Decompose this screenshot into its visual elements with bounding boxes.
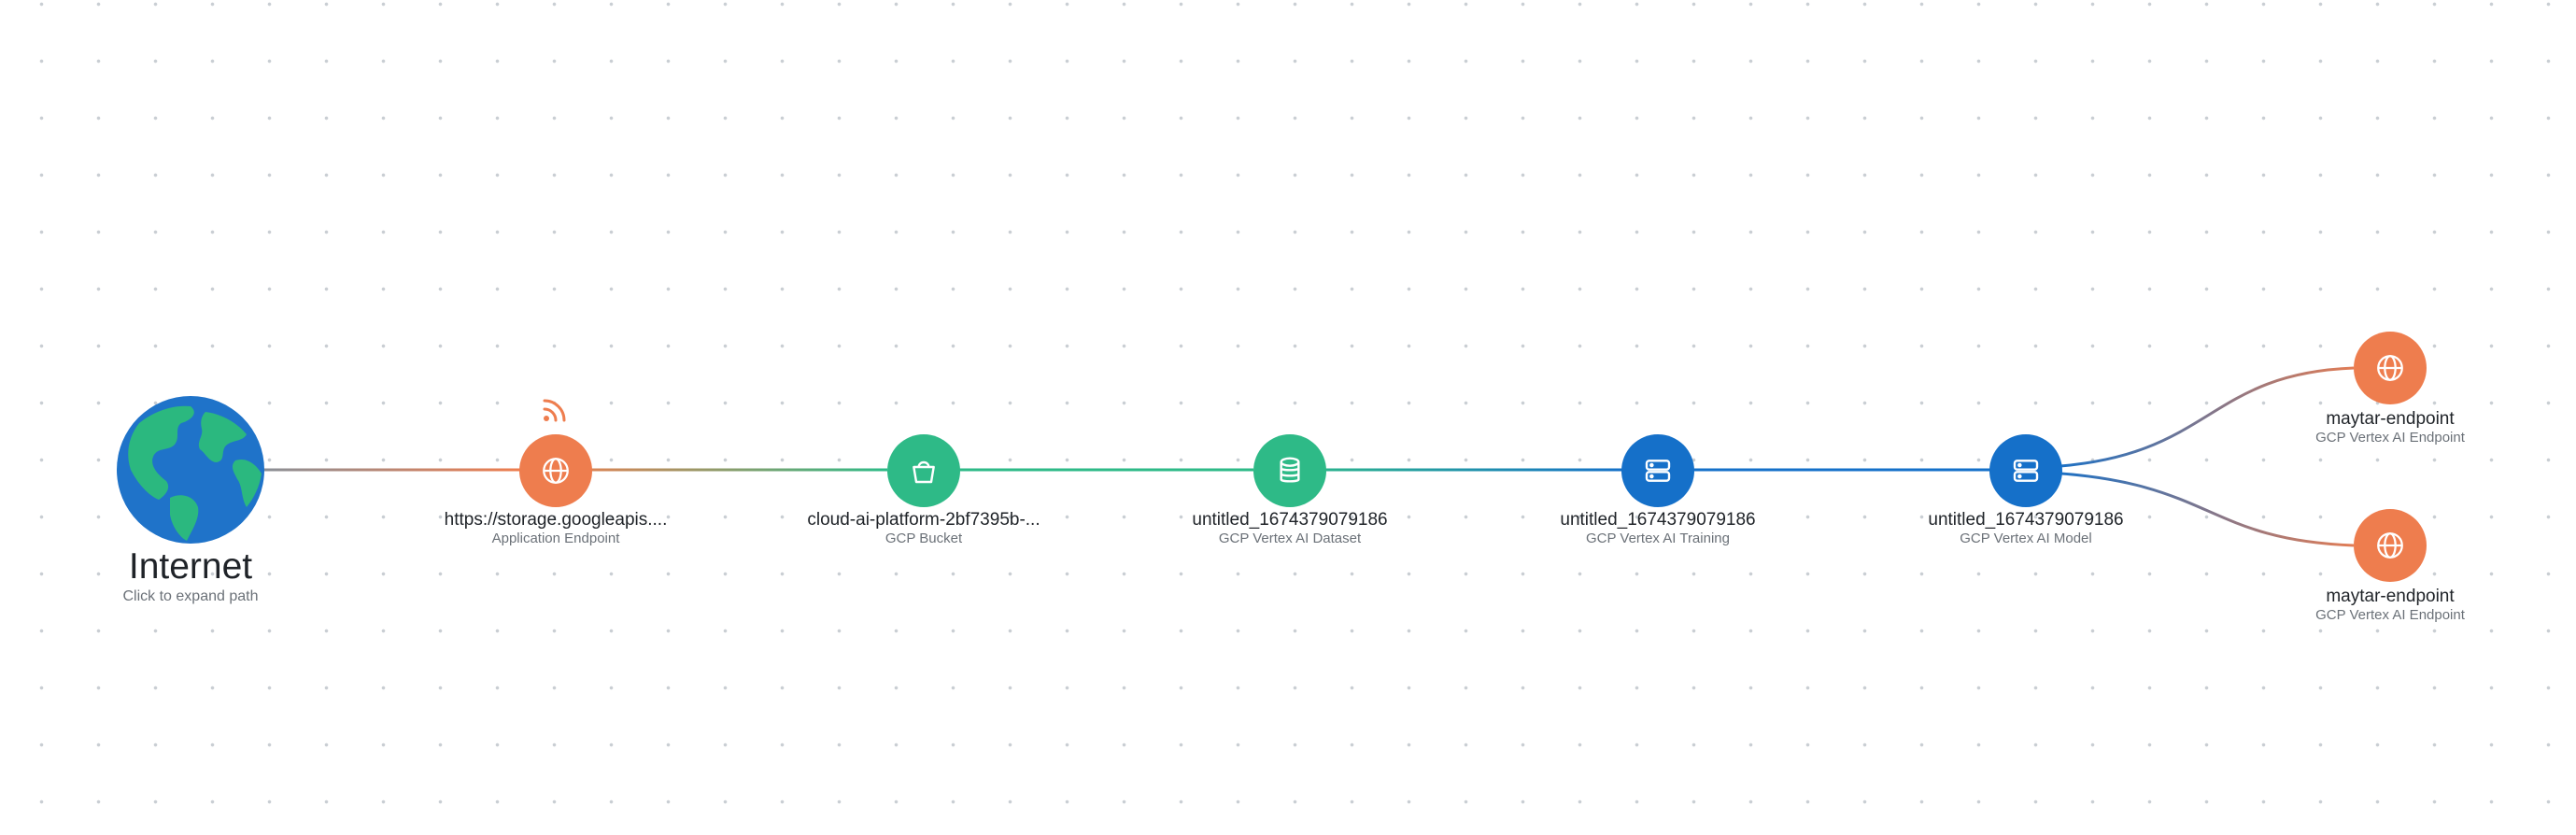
- globe-icon: [2377, 532, 2403, 559]
- server-icon: [2013, 460, 2039, 482]
- node-title: untitled_1674379079186: [1192, 510, 1388, 530]
- node-subtitle: GCP Vertex AI Model: [1960, 531, 2092, 546]
- node-vertex-dataset[interactable]: [1253, 434, 1326, 507]
- database-icon: [1280, 457, 1300, 483]
- label-app-endpoint: https://storage.googleapis.... Applicati…: [388, 510, 724, 547]
- internet-label: Internet Click to expand path: [78, 546, 303, 606]
- server-icon: [1645, 460, 1671, 482]
- node-title: maytar-endpoint: [2326, 587, 2455, 606]
- node-title: cloud-ai-platform-2bf7395b-...: [807, 510, 1040, 530]
- node-title: untitled_1674379079186: [1560, 510, 1756, 530]
- node-subtitle: GCP Vertex AI Dataset: [1218, 531, 1362, 546]
- node-subtitle: Application Endpoint: [491, 531, 620, 546]
- label-vertex-training: untitled_1674379079186 GCP Vertex AI Tra…: [1490, 510, 1826, 547]
- label-vertex-dataset: untitled_1674379079186 GCP Vertex AI Dat…: [1122, 510, 1458, 547]
- globe-icon: [2377, 355, 2403, 381]
- node-vertex-model[interactable]: [1989, 434, 2062, 507]
- node-vertex-training[interactable]: [1621, 434, 1694, 507]
- globe-icon: [543, 458, 569, 484]
- expand-path-hint[interactable]: Click to expand path: [122, 588, 259, 604]
- edge-model-endpoint-1: [2046, 366, 2355, 469]
- label-vertex-endpoint-1: maytar-endpoint GCP Vertex AI Endpoint: [2222, 409, 2558, 446]
- label-vertex-endpoint-2: maytar-endpoint GCP Vertex AI Endpoint: [2222, 587, 2558, 624]
- node-title: maytar-endpoint: [2326, 409, 2455, 429]
- globe-icon: [117, 396, 264, 544]
- internet-node[interactable]: [116, 395, 265, 545]
- node-title: https://storage.googleapis....: [444, 510, 668, 530]
- node-subtitle: GCP Vertex AI Training: [1586, 531, 1730, 546]
- node-vertex-endpoint-2[interactable]: [2354, 509, 2427, 582]
- bucket-icon: [913, 460, 935, 484]
- rss-icon: [542, 397, 568, 423]
- node-subtitle: GCP Vertex AI Endpoint: [2315, 430, 2465, 446]
- node-vertex-endpoint-1[interactable]: [2354, 332, 2427, 404]
- node-subtitle: GCP Vertex AI Endpoint: [2315, 607, 2465, 623]
- label-vertex-model: untitled_1674379079186 GCP Vertex AI Mod…: [1858, 510, 2194, 547]
- internet-title: Internet: [128, 546, 253, 587]
- node-gcp-bucket[interactable]: [887, 434, 960, 507]
- edge-model-endpoint-2: [2046, 471, 2355, 547]
- node-title: untitled_1674379079186: [1928, 510, 2124, 530]
- node-subtitle: GCP Bucket: [885, 531, 963, 546]
- node-app-endpoint[interactable]: [519, 434, 592, 507]
- label-gcp-bucket: cloud-ai-platform-2bf7395b-... GCP Bucke…: [756, 510, 1092, 547]
